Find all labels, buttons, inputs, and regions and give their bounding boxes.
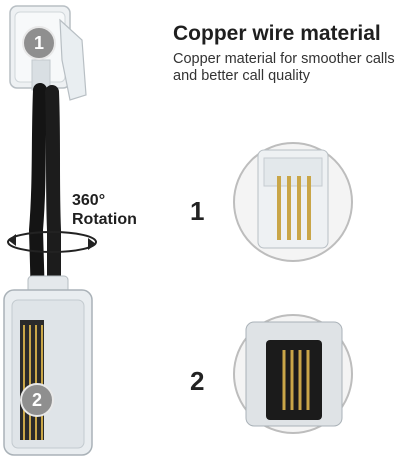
callout-number-two: 2 <box>190 366 205 396</box>
subtitle: Copper material for smoother calls and b… <box>173 51 413 85</box>
rotation-arrow-icon <box>7 231 97 253</box>
subtitle-line-2: and better call quality <box>173 68 311 84</box>
badge-one: 1 <box>22 26 56 60</box>
badge-two: 2 <box>20 383 54 417</box>
rotation-degrees: 360° <box>72 192 106 209</box>
bottom-connector-image <box>3 275 93 456</box>
subtitle-line-1: Copper material for smoother calls <box>173 51 395 67</box>
zoom-circle-plug <box>233 142 353 262</box>
rotation-text: Rotation <box>72 211 137 228</box>
cable-image <box>28 83 61 307</box>
zoom-circle-jack <box>233 314 353 434</box>
rotation-label: 360° Rotation <box>72 191 137 229</box>
callout-number-one: 1 <box>190 196 205 226</box>
page-title: Copper wire material <box>173 22 381 45</box>
